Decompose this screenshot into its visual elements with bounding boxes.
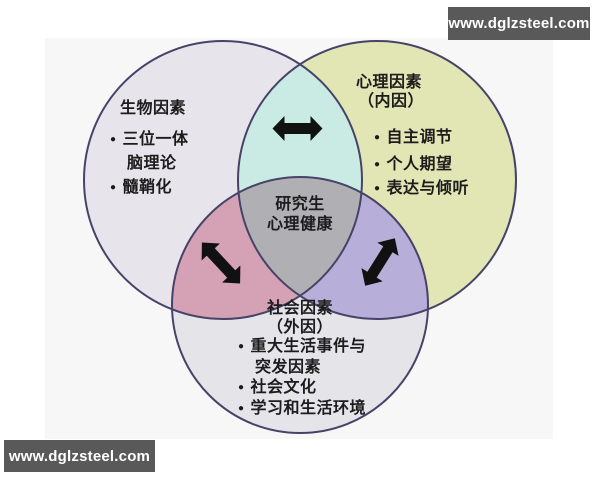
bio-title: 生物因素 <box>120 100 187 117</box>
center-label-line2: 心理健康 <box>266 216 333 233</box>
psy-item-text: 表达与倾听 <box>386 180 470 197</box>
bio-list-item: ● 髓鞘化 <box>110 179 172 197</box>
soc-title: 社会因素 <box>266 300 333 317</box>
center-label-line1: 研究生 <box>275 196 325 213</box>
bio-list-item: ● 三位一体 <box>110 131 189 149</box>
bullet-icon: ● <box>238 382 245 393</box>
arrow-bio-psy-icon <box>272 116 323 141</box>
bullet-icon: ● <box>374 183 381 194</box>
psy-title: 心理因素 <box>356 74 423 91</box>
soc-list-item-wrap: 突发因素 <box>255 359 322 376</box>
psy-item-text: 个人期望 <box>386 156 453 173</box>
soc-item-text: 重大生活事件与 <box>250 338 367 355</box>
circle-social-outline <box>171 176 429 434</box>
psy-list-item: ● 自主调节 <box>374 129 453 147</box>
psy-item-text: 自主调节 <box>386 129 453 146</box>
bullet-icon: ● <box>110 134 117 145</box>
circle-biological-outline <box>83 40 363 320</box>
psy-subtitle: （内因） <box>358 93 425 110</box>
bio-item-text: 三位一体 <box>122 131 189 148</box>
bullet-icon: ● <box>238 341 245 352</box>
psy-list-item: ● 表达与倾听 <box>374 180 469 198</box>
watermark-top: www.dglzsteel.com <box>448 7 590 40</box>
bio-item-text: 髓鞘化 <box>122 179 173 196</box>
soc-list-item: ● 学习和生活环境 <box>238 400 366 418</box>
soc-item-text: 社会文化 <box>250 379 317 396</box>
bio-list-item-wrap: 脑理论 <box>127 155 177 172</box>
soc-list-item: ● 重大生活事件与 <box>238 338 366 356</box>
psy-list-item: ● 个人期望 <box>374 156 453 174</box>
bullet-icon: ● <box>110 182 117 193</box>
watermark-bottom: www.dglzsteel.com <box>4 440 155 472</box>
bullet-icon: ● <box>238 403 245 414</box>
soc-list-item: ● 社会文化 <box>238 379 317 397</box>
soc-subtitle: （外因） <box>266 319 333 336</box>
bullet-icon: ● <box>374 132 381 143</box>
arrow-bio-soc-icon <box>201 242 241 284</box>
soc-item-text: 学习和生活环境 <box>250 400 367 417</box>
arrow-psy-soc-icon <box>361 238 399 286</box>
circle-psychological-outline <box>237 40 517 320</box>
bullet-icon: ● <box>374 159 381 170</box>
